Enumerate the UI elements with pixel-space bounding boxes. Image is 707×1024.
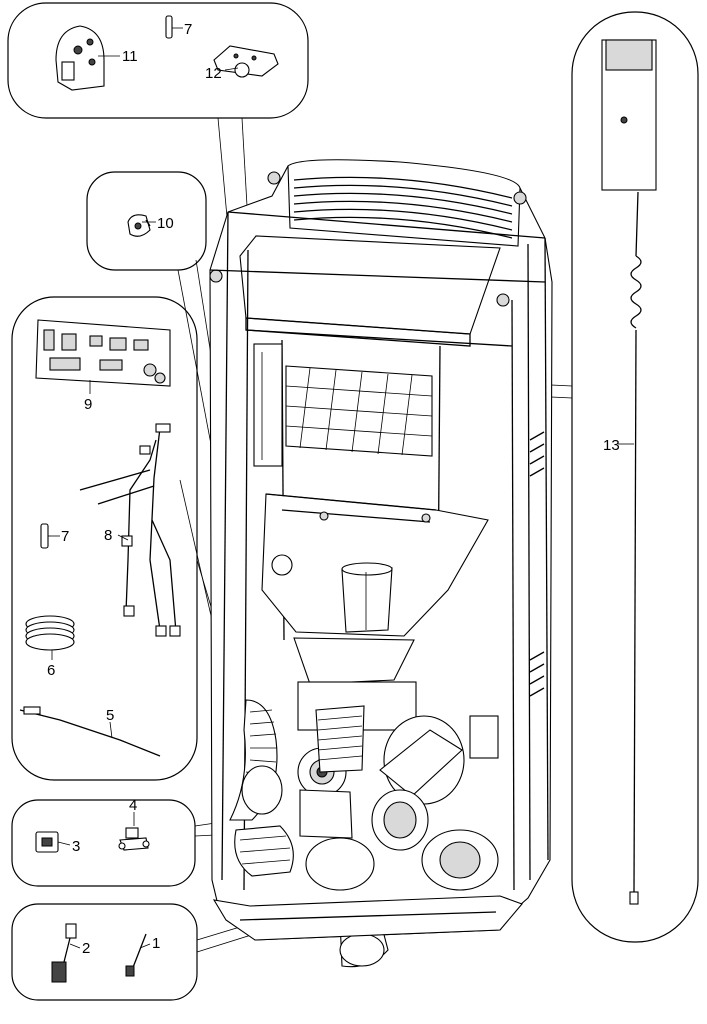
callout-12: 12 <box>205 65 222 82</box>
part-5-probe <box>19 706 161 757</box>
part-12-bracket <box>213 45 279 78</box>
part-3-switch <box>35 831 59 853</box>
detail-panel-probes <box>11 903 198 1001</box>
part-1-probe <box>125 933 147 977</box>
callout-leaders <box>48 27 634 949</box>
callout-9: 9 <box>84 396 92 413</box>
mesh-grid <box>285 365 433 457</box>
part-9-control-board <box>35 319 171 387</box>
part-7-pin-top <box>165 15 173 39</box>
part-6-cable-coil <box>25 615 75 651</box>
callout-5: 5 <box>106 707 114 724</box>
detail-panel-switches <box>11 799 196 887</box>
part-7-pin-lower <box>40 523 49 549</box>
corrugated-duct <box>315 705 365 773</box>
part-8-wiring-harness <box>79 423 181 637</box>
part-11-fan <box>55 25 105 91</box>
part-4-pressure-switch <box>118 827 150 851</box>
callout-10: 10 <box>157 215 174 232</box>
part-10-sensor <box>127 214 151 237</box>
callout-labels: 11 7 12 10 9 8 7 6 5 4 3 2 1 13 <box>47 21 620 957</box>
callout-8: 8 <box>104 527 112 544</box>
callout-11: 11 <box>122 48 138 65</box>
part-13-remote-control <box>601 39 657 905</box>
callout-7-lower: 7 <box>61 528 69 545</box>
callout-4: 4 <box>129 797 137 814</box>
callout-6: 6 <box>47 662 55 679</box>
detail-panel-electronics <box>11 296 198 781</box>
side-vents <box>529 431 545 697</box>
stove-body <box>209 159 553 968</box>
callout-3: 3 <box>72 838 80 855</box>
part-2-sensor <box>51 923 77 983</box>
callout-1: 1 <box>152 935 160 952</box>
callout-7-top: 7 <box>184 21 192 38</box>
combustion-fan <box>371 715 465 851</box>
callout-13: 13 <box>603 437 620 454</box>
top-louvres <box>293 176 513 239</box>
callout-2: 2 <box>82 940 90 957</box>
